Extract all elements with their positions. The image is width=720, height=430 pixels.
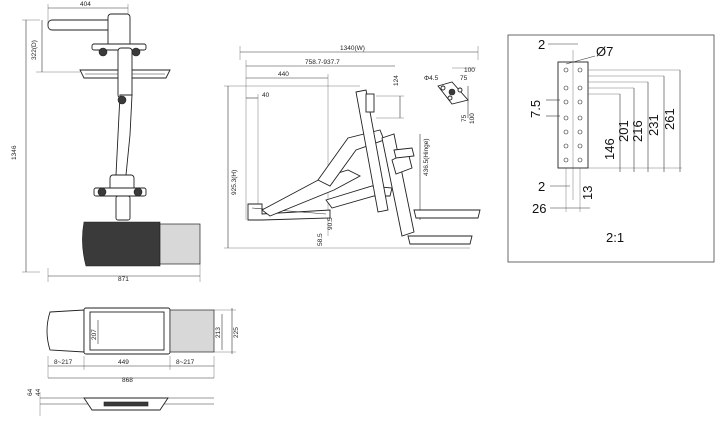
dim-total-height: 1346 — [11, 145, 18, 160]
dim-total-w: 868 — [122, 377, 133, 384]
detail-scale: 2:1 — [606, 230, 624, 245]
detail-view: 2 Ø7 146 201 216 231 261 7.5 2 26 13 2:1 — [507, 34, 715, 263]
dim-reach-min: 440 — [278, 71, 289, 78]
dim-7-5: 7.5 — [528, 100, 543, 118]
dim-216: 216 — [630, 120, 645, 142]
dim-26: 26 — [532, 201, 546, 216]
dim-right-w: 8~217 — [176, 359, 195, 366]
dim-reach-range: 758.7-937.7 — [305, 59, 340, 66]
bottom-view: 64 44 — [27, 388, 214, 416]
dim-h213: 213 — [215, 327, 222, 338]
dim-hole-7: Ø7 — [596, 44, 613, 59]
dim-201: 201 — [616, 120, 631, 142]
dim-side-width: 1340(W) — [340, 45, 365, 52]
dim-w100: 100 — [464, 67, 475, 74]
dim-top-height: 322(D) — [31, 40, 38, 60]
dim-bottom-2: 2 — [538, 179, 545, 194]
dim-261: 261 — [662, 108, 677, 130]
dim-arm-width: 404 — [80, 1, 91, 8]
top-view: 207 213 225 8~217 449 8~217 868 — [46, 307, 240, 384]
dim-offset: 40 — [262, 92, 270, 99]
detail-frame — [507, 34, 715, 263]
dim-231: 231 — [646, 114, 661, 136]
dim-top-2: 2 — [538, 37, 545, 52]
front-view: 404 1346 322(D) 871 — [11, 1, 201, 283]
dim-64: 64 — [27, 388, 34, 396]
side-view: 1340(W) 758.7-937.7 440 40 925.3(H) 124 — [224, 45, 481, 249]
dim-base-width: 871 — [118, 276, 129, 283]
dim-13: 13 — [580, 186, 595, 200]
dim-w75: 75 — [460, 75, 468, 82]
dim-hole-small: Φ4.5 — [424, 75, 439, 82]
dim-inner-h: 207 — [91, 329, 98, 340]
vesa-plate: Φ4.5 100 75 75 100 — [424, 67, 476, 124]
dim-44: 44 — [35, 388, 42, 396]
dim-mid-w: 449 — [118, 359, 129, 366]
dim-low-b: 90.5 — [327, 217, 334, 230]
dim-plate-height: 124 — [393, 75, 400, 86]
dim-h75: 75 — [461, 114, 468, 122]
dim-hinge: 436.5(Hinge) — [423, 138, 430, 176]
dim-h225: 225 — [233, 327, 240, 338]
dim-146: 146 — [602, 138, 617, 160]
dim-low-a: 58.5 — [317, 233, 324, 246]
dim-side-height: 925.3(H) — [231, 170, 238, 195]
dim-left-w: 8~217 — [54, 359, 73, 366]
dim-h100: 100 — [469, 113, 476, 124]
